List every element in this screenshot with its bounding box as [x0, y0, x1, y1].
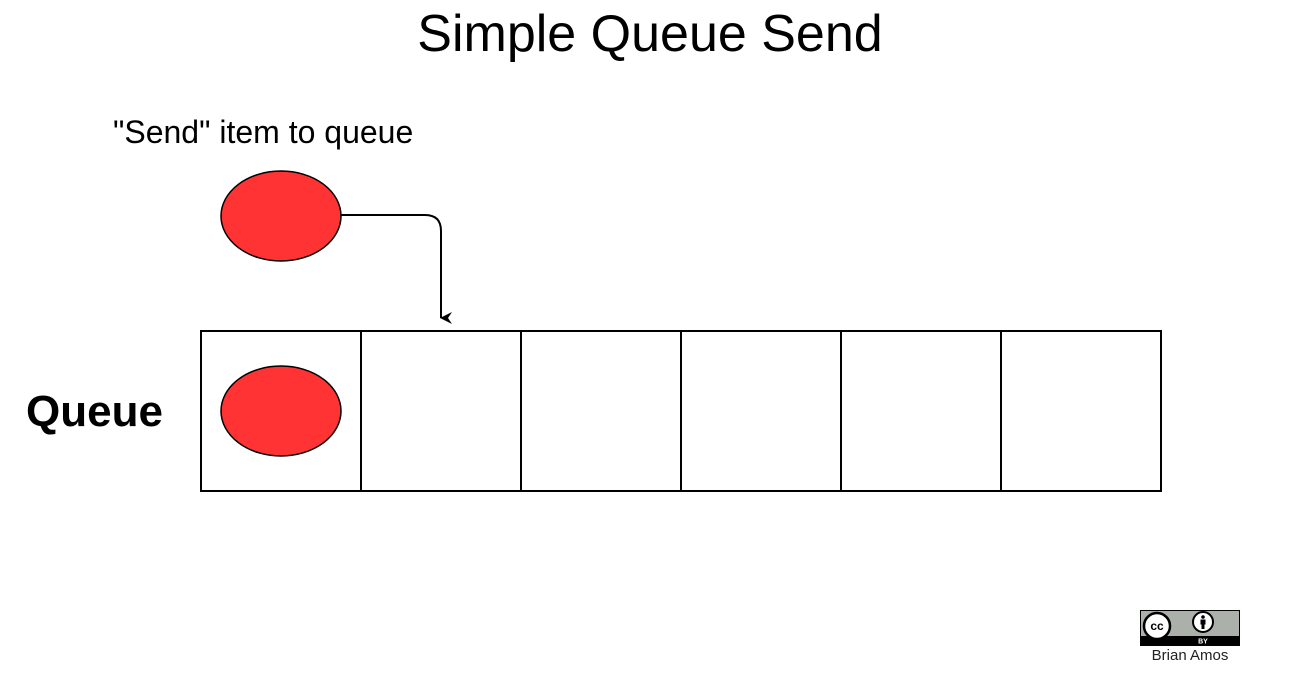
queue-slot — [360, 330, 522, 492]
queue-slot — [680, 330, 842, 492]
queue-slots — [200, 330, 1162, 492]
sending-item — [220, 170, 342, 262]
queue-slot — [840, 330, 1002, 492]
send-arrow — [341, 214, 452, 324]
svg-text:cc: cc — [1150, 619, 1164, 633]
cc-by-license-badge: cc BY — [1140, 610, 1240, 646]
cc-icon: cc — [1142, 611, 1172, 641]
queue-slot — [520, 330, 682, 492]
send-item-label: "Send" item to queue — [113, 114, 414, 150]
by-person-icon — [1192, 611, 1214, 633]
queue-label: Queue — [26, 387, 163, 436]
queue-slot — [1000, 330, 1162, 492]
diagram-title: Simple Queue Send — [417, 5, 883, 63]
author-credit: Brian Amos — [1151, 647, 1229, 664]
license-badge-text: BY — [1198, 639, 1208, 646]
queued-item — [220, 365, 342, 457]
